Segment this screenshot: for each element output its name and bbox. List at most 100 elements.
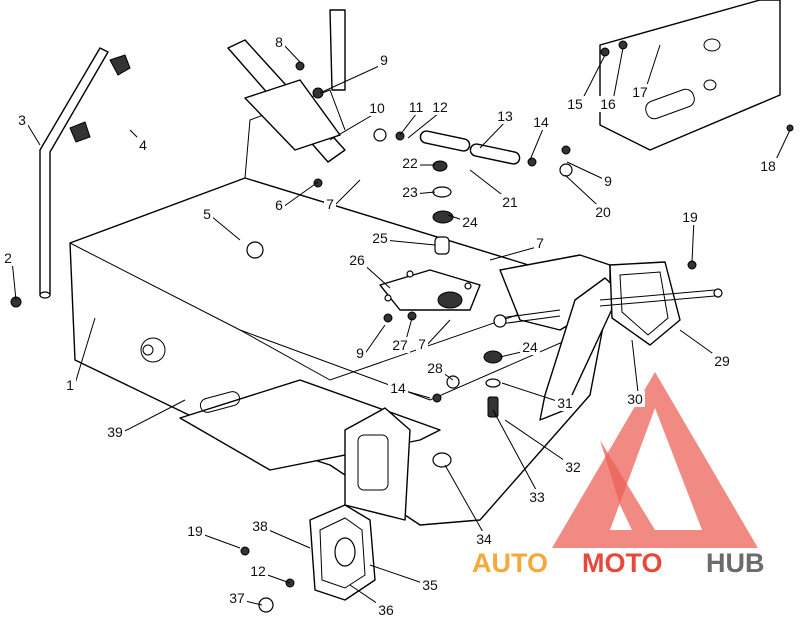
callout-bg-c33 xyxy=(527,489,547,505)
callout-bg-c6 xyxy=(273,197,285,213)
callout-c29: 29 xyxy=(714,353,730,369)
callout-c18: 18 xyxy=(760,158,776,174)
callout-c13: 13 xyxy=(497,108,513,124)
callout-bg-c8 xyxy=(273,34,285,50)
callout-c14b: 14 xyxy=(390,380,406,396)
callout-bg-c25 xyxy=(370,230,390,246)
callout-bg-c11 xyxy=(406,99,426,115)
leader-line-c2 xyxy=(11,259,17,301)
callout-c9b: 9 xyxy=(604,173,612,189)
callout-c17: 17 xyxy=(632,84,648,100)
callout-bg-c29 xyxy=(712,353,732,369)
callout-bg-c28 xyxy=(425,360,445,376)
leader-line-c38 xyxy=(263,527,311,549)
callout-bg-c35 xyxy=(420,577,440,593)
callout-c14a: 14 xyxy=(533,114,549,130)
callout-c7a: 7 xyxy=(326,196,334,212)
tie-rod xyxy=(373,128,573,177)
leader-line-c6 xyxy=(282,181,319,208)
rod-end xyxy=(713,288,723,298)
callout-c15: 15 xyxy=(567,96,583,112)
callout-bg-c14b xyxy=(388,380,408,396)
callout-bg-c39 xyxy=(105,424,125,440)
callout-bg-c1 xyxy=(64,377,76,393)
callout-c4: 4 xyxy=(139,137,147,153)
watermark-text: AUTO MOTO HUB xyxy=(472,548,765,578)
leader-line-c39 xyxy=(118,399,186,435)
callout-c32: 32 xyxy=(565,459,581,475)
callout-bg-c24b xyxy=(520,339,540,355)
leader-line-c1 xyxy=(73,317,96,388)
callout-bg-c36 xyxy=(376,602,396,618)
callout-c30: 30 xyxy=(627,391,643,407)
leader-line-c5 xyxy=(210,215,241,241)
callout-c23: 23 xyxy=(402,184,418,200)
callout-bg-c7c xyxy=(416,336,428,352)
callout-c2: 2 xyxy=(4,250,12,266)
callout-c20: 20 xyxy=(595,204,611,220)
steering-arm xyxy=(227,9,346,163)
leader-line-c25 xyxy=(383,239,436,246)
callout-c24a: 24 xyxy=(462,214,478,230)
callout-c11: 11 xyxy=(409,99,424,115)
leader-line-c8 xyxy=(282,43,301,63)
callout-c22: 22 xyxy=(402,155,418,171)
callout-bg-c31 xyxy=(555,395,575,411)
leader-line-c9c xyxy=(363,324,386,356)
leader-line-c30 xyxy=(631,339,640,402)
callout-bg-c12b xyxy=(248,563,268,579)
callout-c10: 10 xyxy=(369,100,385,116)
leader-line-c19a xyxy=(691,218,695,263)
callout-bg-c9b xyxy=(602,173,614,189)
callout-bg-c9c xyxy=(354,345,366,361)
pivot-stack xyxy=(379,160,481,311)
watermark-part2: MOTO xyxy=(582,548,663,578)
hardware xyxy=(10,40,794,613)
callout-c24b: 24 xyxy=(522,339,538,355)
callout-c12a: 12 xyxy=(432,99,448,115)
leader-line-c34 xyxy=(444,464,489,542)
watermark-logo xyxy=(552,372,758,548)
callout-c9c: 9 xyxy=(356,345,364,361)
callout-c31: 31 xyxy=(557,395,573,411)
callout-c35: 35 xyxy=(422,577,438,593)
callout-c12b: 12 xyxy=(250,563,266,579)
callout-bg-c20 xyxy=(593,204,613,220)
callout-c21: 21 xyxy=(502,194,518,210)
frame-hole xyxy=(140,337,166,363)
callout-c37: 37 xyxy=(229,590,245,606)
mount-bracket-29 xyxy=(609,261,681,346)
callout-bg-c30 xyxy=(625,391,645,407)
leader-line-c19b xyxy=(198,532,241,549)
callout-c19b: 19 xyxy=(187,523,203,539)
callout-bg-c9a xyxy=(378,52,390,68)
callout-bg-c3 xyxy=(16,112,28,128)
lower-linkage xyxy=(432,309,561,468)
callout-c1: 1 xyxy=(66,377,74,393)
leader-line-c7c xyxy=(425,319,451,347)
callout-c38: 38 xyxy=(252,518,268,534)
callout-bg-c24a xyxy=(460,214,480,230)
callout-c7b: 7 xyxy=(536,235,544,251)
callout-c5: 5 xyxy=(203,206,211,222)
front-bracket xyxy=(309,407,411,601)
callout-bg-c16 xyxy=(598,96,618,112)
callout-c28: 28 xyxy=(427,360,443,376)
callout-c7c: 7 xyxy=(418,336,426,352)
callout-bg-c38 xyxy=(250,518,270,534)
callout-bg-c12a xyxy=(430,99,450,115)
rod-end-10 xyxy=(373,128,387,142)
callout-bg-c7b xyxy=(534,235,546,251)
callout-bg-c22 xyxy=(400,155,420,171)
callout-bg-c14a xyxy=(531,114,551,130)
callout-c27: 27 xyxy=(392,337,408,353)
callout-bg-c19b xyxy=(185,523,205,539)
callout-bg-c13 xyxy=(495,108,515,124)
callout-bg-c27 xyxy=(390,337,410,353)
steering-post xyxy=(39,47,109,299)
callout-c19a: 19 xyxy=(682,209,698,225)
callout-c34: 34 xyxy=(476,531,492,547)
